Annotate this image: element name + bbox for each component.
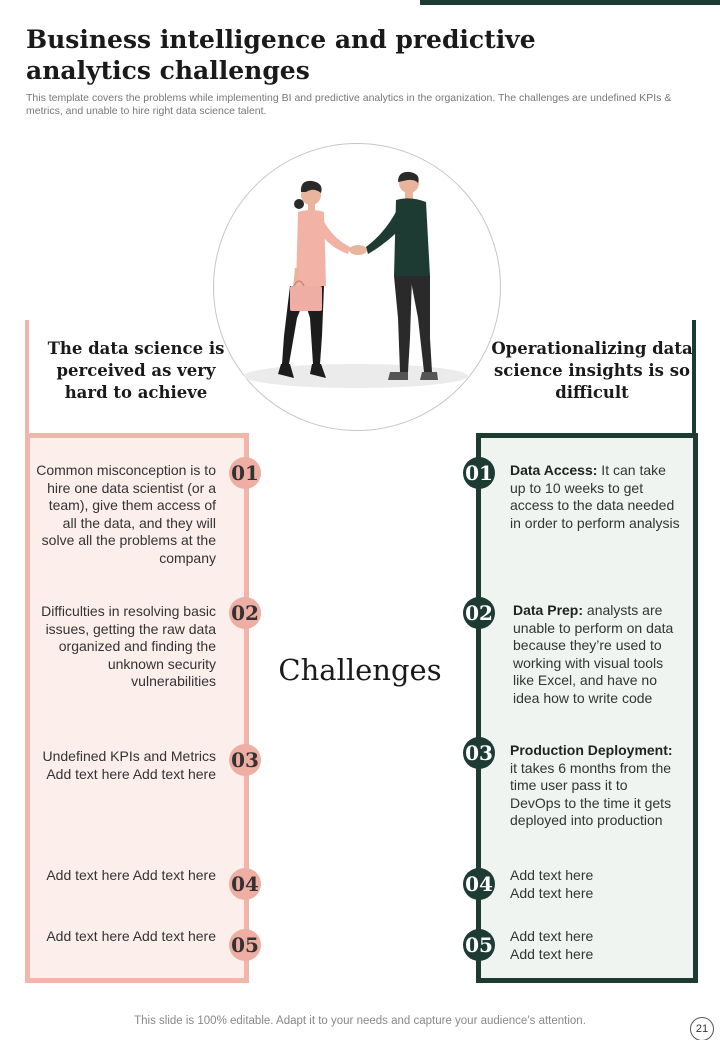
- page-title: Business intelligence and predictive ana…: [26, 25, 536, 85]
- left-item-badge-03: 03: [229, 744, 261, 776]
- right-column-heading: Operationalizing data science insights i…: [491, 339, 693, 402]
- right-item-title-01: Data Access:: [510, 462, 598, 478]
- left-item-text-02: Difficulties in resolving basic issues, …: [41, 603, 216, 690]
- challenges-label: Challenges: [278, 653, 442, 687]
- page-number: 21: [690, 1017, 714, 1040]
- left-item-text-05: Add text here Add text here: [46, 928, 216, 944]
- right-item-body-03: it takes 6 months from the time user pas…: [510, 759, 672, 829]
- right-item-badge-03: 03: [463, 737, 495, 769]
- page-subtitle: This template covers the problems while …: [26, 92, 672, 117]
- right-item-text-04: Add text here Add text here: [510, 867, 606, 902]
- right-item-body-04: Add text here Add text here: [510, 867, 594, 901]
- right-bracket-line: [692, 320, 696, 438]
- handshake-illustration: [244, 171, 468, 388]
- left-item-text-03: Undefined KPIs and Metrics Add text here…: [42, 748, 216, 782]
- left-column-heading: The data science is perceived as very ha…: [47, 339, 225, 402]
- right-item-body-02: analysts are unable to perform on data b…: [513, 602, 674, 706]
- top-accent-bar: [420, 0, 720, 5]
- right-item-badge-02: 02: [463, 597, 495, 629]
- left-item-badge-04: 04: [229, 868, 261, 900]
- right-item-body-05: Add text here Add text here: [510, 928, 594, 962]
- right-item-badge-04: 04: [463, 868, 495, 900]
- right-item-text-02: Data Prep: analysts are unable to perfor…: [513, 602, 683, 708]
- right-item-badge-05: 05: [463, 929, 495, 961]
- right-item-title-03: Production Deployment:: [510, 742, 673, 758]
- right-item-text-03: Production Deployment: it takes 6 months…: [510, 742, 680, 830]
- right-item-title-02: Data Prep:: [513, 602, 584, 618]
- right-item-text-01: Data Access: It can take up to 10 weeks …: [510, 462, 680, 532]
- footer-note: This slide is 100% editable. Adapt it to…: [134, 1015, 586, 1027]
- right-item-text-05: Add text here Add text here: [510, 928, 606, 963]
- left-item-text-04: Add text here Add text here: [46, 867, 216, 883]
- right-item-body-01: It can take up to 10 weeks to get access…: [510, 462, 680, 531]
- left-item-badge-05: 05: [229, 929, 261, 961]
- left-item-text-01: Common misconception is to hire one data…: [36, 462, 216, 566]
- left-item-badge-01: 01: [229, 457, 261, 489]
- left-challenge-panel: [25, 433, 249, 983]
- right-item-badge-01: 01: [463, 457, 495, 489]
- left-item-badge-02: 02: [229, 597, 261, 629]
- left-bracket-line: [25, 320, 29, 438]
- right-challenge-panel: [476, 433, 698, 983]
